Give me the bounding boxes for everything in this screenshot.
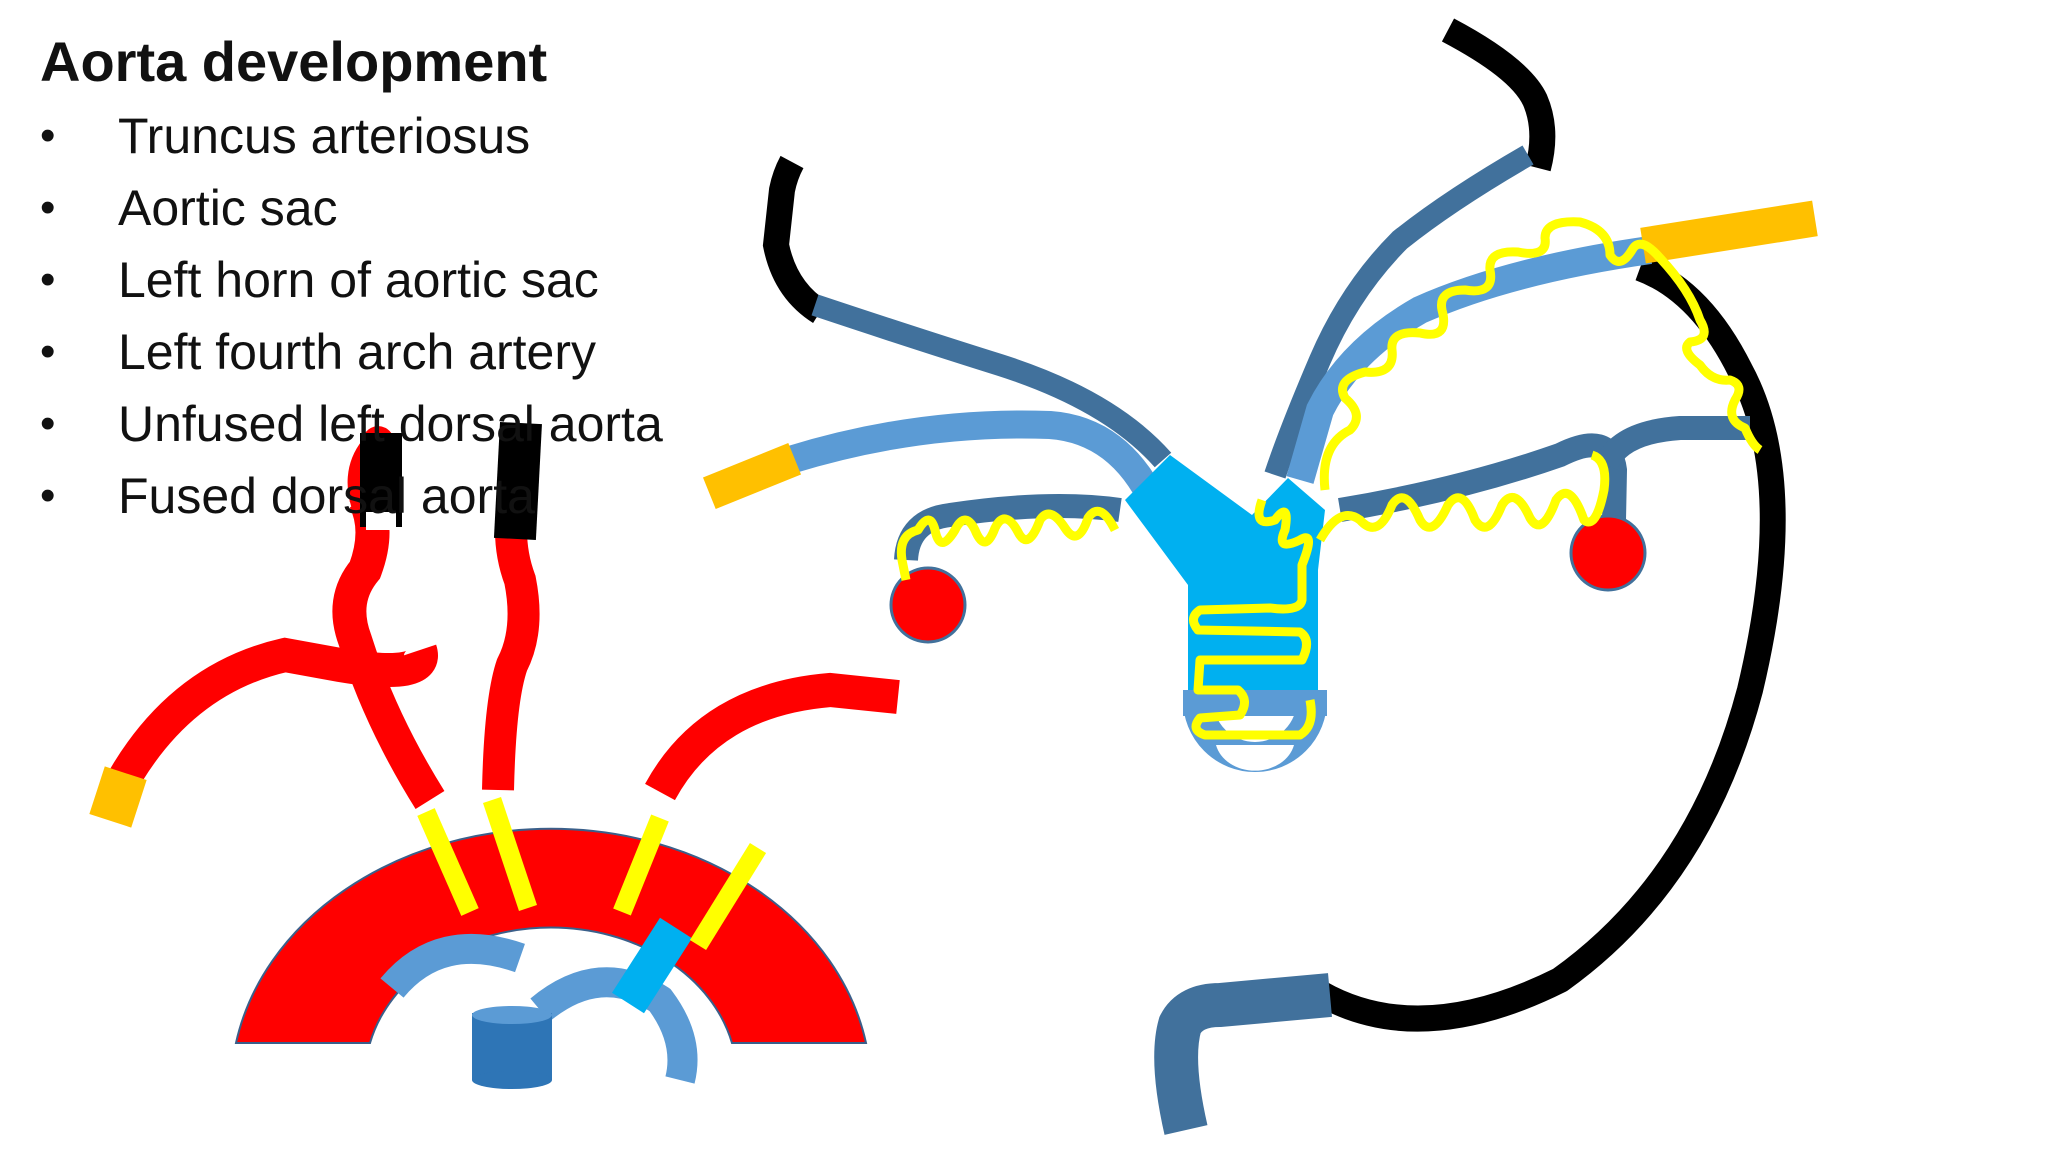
light-blue-branch-left xyxy=(785,410,1168,512)
bullet-text: Truncus arteriosus xyxy=(118,108,531,164)
steel-arch-far-right xyxy=(1594,416,1750,471)
left-blue-ring xyxy=(380,933,525,998)
right-arch-diagram xyxy=(702,18,1818,1135)
steel-blue-branch-left xyxy=(811,294,1172,468)
black-hook-top-right xyxy=(1441,18,1556,172)
right-blue-ring xyxy=(530,967,698,1084)
aortic-sac-ring-hole xyxy=(1216,745,1294,771)
yellow-marker-1 xyxy=(417,808,479,916)
red-vessel-right xyxy=(645,672,900,801)
white-gap-left xyxy=(366,512,396,530)
yellow-wiggle-left xyxy=(896,506,1120,581)
cyan-tube xyxy=(611,917,693,1014)
red-ball-right xyxy=(1569,514,1647,592)
bullet-text: Aortic sac xyxy=(118,180,338,236)
black-loop xyxy=(1313,255,1786,1032)
blue-cylinder xyxy=(472,1006,552,1089)
orange-cap-top-right xyxy=(1640,200,1818,264)
orange-cap-left xyxy=(89,766,147,828)
bullet-text: Left fourth arch artery xyxy=(118,324,597,380)
black-cap-right xyxy=(493,421,542,541)
black-cap-left xyxy=(360,433,402,527)
yellow-wiggle-center xyxy=(1189,498,1316,740)
bullet-marker: • xyxy=(40,399,56,448)
left-arch-diagram xyxy=(89,421,900,1089)
bullet-item-fused-dorsal-aorta: • Fused dorsal aorta xyxy=(40,460,800,532)
yellow-wiggle-right-high xyxy=(1319,217,1763,491)
cylinder-top xyxy=(472,1006,552,1024)
bullet-text: Unfused left dorsal aorta xyxy=(118,396,663,452)
bottom-blue-pipe xyxy=(1154,973,1332,1135)
bullet-text: Left horn of aortic sac xyxy=(118,252,599,308)
slide-text-block: Aorta development • Truncus arteriosus •… xyxy=(40,28,800,532)
yellow-wiggle-right-low xyxy=(1316,450,1610,543)
red-ball-left xyxy=(889,566,967,644)
bullet-marker: • xyxy=(40,471,56,520)
steel-arch-right xyxy=(1338,433,1628,522)
light-blue-branch-right xyxy=(1286,236,1652,484)
black-hook-top-left xyxy=(762,155,828,324)
bullet-item-aortic-sac: • Aortic sac xyxy=(40,172,800,244)
orange-cap-right-left xyxy=(702,443,802,509)
steel-blue-branch-right xyxy=(1264,145,1534,479)
yellow-marker-4 xyxy=(689,843,767,950)
bullet-item-unfused-dorsal-aorta: • Unfused left dorsal aorta xyxy=(40,388,800,460)
bullet-list: • Truncus arteriosus • Aortic sac • Left… xyxy=(40,100,800,532)
bullet-marker: • xyxy=(40,111,56,160)
bullet-marker: • xyxy=(40,183,56,232)
bullet-marker: • xyxy=(40,327,56,376)
bullet-text: Fused dorsal aorta xyxy=(118,468,535,524)
yellow-marker-3 xyxy=(613,814,669,916)
bullet-item-left-horn: • Left horn of aortic sac xyxy=(40,244,800,316)
red-vessel-left-ascending xyxy=(332,487,445,810)
cylinder-bottom xyxy=(472,1071,552,1089)
bullet-marker: • xyxy=(40,255,56,304)
cylinder-body xyxy=(472,1013,552,1080)
bullet-item-truncus-arteriosus: • Truncus arteriosus xyxy=(40,100,800,172)
slide-title: Aorta development xyxy=(40,30,548,93)
yellow-marker-2 xyxy=(482,796,538,912)
bullet-item-left-fourth-arch: • Left fourth arch artery xyxy=(40,316,800,388)
red-vessel-left-limb xyxy=(99,637,438,803)
